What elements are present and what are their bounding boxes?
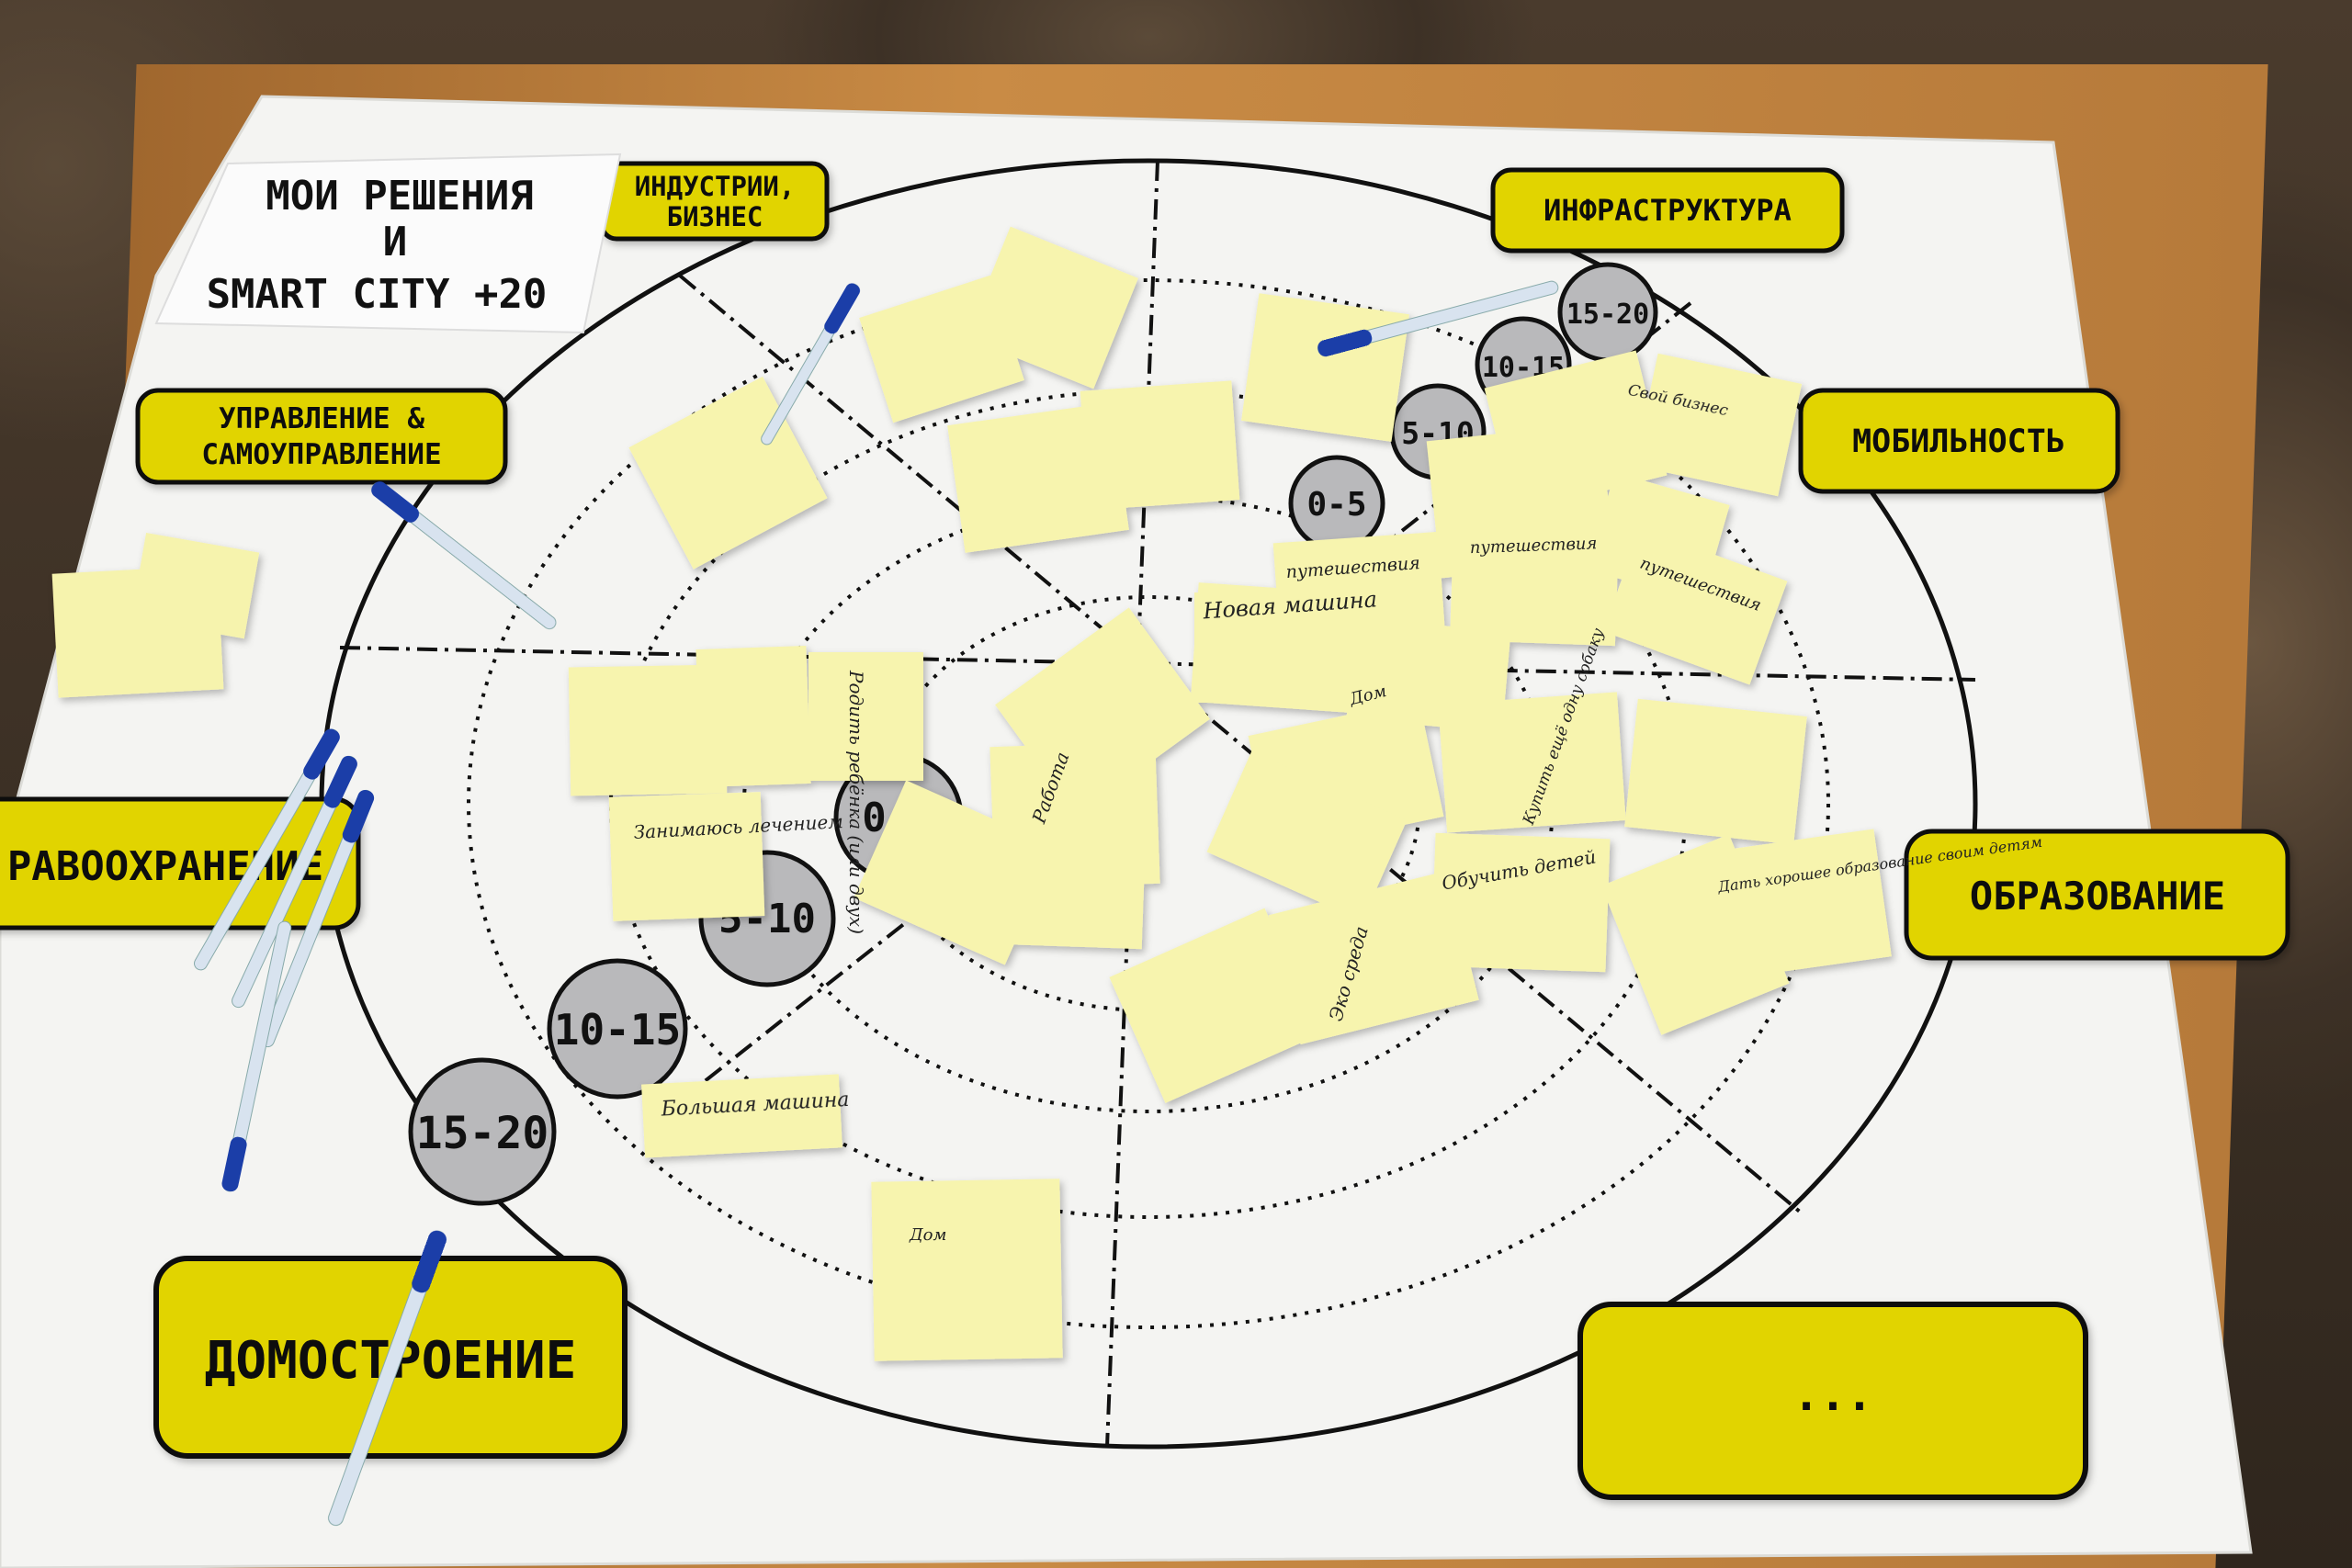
ring-15-20 <box>467 278 1830 1329</box>
pen-cap <box>1317 329 1373 357</box>
pens <box>194 280 1559 1527</box>
category-infrastructure-label: ИНФРАСТРУКТУРА <box>1544 193 1792 228</box>
sticky-note <box>1430 832 1611 973</box>
sticky-note <box>1080 380 1240 511</box>
badge-lower-10-15-label: 10-15 <box>554 1005 681 1055</box>
sticky-note <box>1701 829 1892 981</box>
sector-line-vertical <box>1105 160 1159 1448</box>
pen-cap <box>412 1230 447 1293</box>
sticky-note <box>966 226 1138 389</box>
title-line-3: SMART CITY +20 <box>207 271 548 318</box>
sticky-note <box>1268 870 1479 1045</box>
pen-cap <box>824 283 860 334</box>
badge-upper-0-5: 0-5 <box>1288 455 1385 552</box>
sticky-note <box>1449 529 1620 647</box>
pen-icon <box>328 1230 447 1527</box>
sticky-note <box>695 645 811 788</box>
pen-icon <box>1317 280 1559 357</box>
pen-cap <box>221 1136 247 1192</box>
note-text-house: Дом <box>909 1225 946 1245</box>
note-text-travel-2: путешествия <box>1469 534 1597 558</box>
badge-lower-15-20-disc <box>408 1057 557 1206</box>
category-mobility-label: МОБИЛЬНОСТЬ <box>1852 423 2065 460</box>
pen-cap <box>323 755 357 808</box>
category-other: ... <box>1577 1302 2088 1500</box>
category-infrastructure: ИНФРАСТРУКТУРА <box>1490 167 1845 254</box>
category-education: ОБРАЗОВАНИЕ <box>1904 829 2290 961</box>
pen-cap <box>371 481 420 523</box>
sector-line-diag-1 <box>678 274 1803 1214</box>
sticky-note <box>1109 908 1321 1103</box>
category-industry-line2: БИЗНЕС <box>667 201 763 232</box>
category-governance-box <box>135 388 508 485</box>
badge-upper-15-20: 15-20 <box>1557 262 1658 363</box>
badge-lower-10-15-disc <box>547 958 688 1100</box>
category-education-box <box>1904 829 2290 961</box>
category-healthcare-box <box>0 796 361 931</box>
pen-barrel <box>328 1230 446 1527</box>
sticky-note <box>1194 592 1355 703</box>
category-governance-line1: УПРАВЛЕНИЕ & <box>219 402 424 435</box>
title-card-paper <box>154 152 622 334</box>
sticky-note <box>1634 353 1803 497</box>
title-line-2: И <box>383 219 408 265</box>
category-industry: ИНДУСТРИИ, БИЗНЕС <box>599 161 830 242</box>
title-card: МОИ РЕШЕНИЯ И SMART CITY +20 <box>154 152 622 334</box>
sticky-note <box>971 823 1147 950</box>
pen-icon <box>232 755 357 1009</box>
badge-upper-0-5-label: 0-5 <box>1306 486 1366 524</box>
badge-lower-15-20: 15-20 <box>408 1057 557 1206</box>
sticky-note <box>130 532 260 639</box>
badge-upper-15-20-label: 15-20 <box>1566 299 1649 331</box>
category-education-label: ОБРАЗОВАНИЕ <box>1970 874 2225 919</box>
category-healthcare-label: РАВООХРАНЕНИЕ <box>7 843 323 890</box>
pen-cap <box>342 789 375 843</box>
sticky-note <box>808 652 923 781</box>
category-governance: УПРАВЛЕНИЕ & САМОУПРАВЛЕНИЕ <box>135 388 508 485</box>
sticky-note <box>1206 750 1408 921</box>
category-other-box <box>1577 1302 2088 1500</box>
pen-icon <box>761 283 860 446</box>
sticky-note <box>568 664 728 796</box>
badge-lower-10-15: 10-15 <box>547 958 688 1100</box>
pen-barrel <box>222 920 292 1192</box>
category-healthcare: РАВООХРАНЕНИЕ <box>0 796 361 931</box>
pen-cap <box>303 728 340 780</box>
category-mobility-box <box>1798 388 2120 494</box>
pen-icon <box>221 920 292 1192</box>
sticky-note <box>608 792 765 921</box>
sticky-note <box>1438 692 1626 833</box>
sticky-note <box>641 1074 842 1158</box>
pen-icon <box>371 481 557 630</box>
category-infrastructure-box <box>1490 167 1845 254</box>
sticky-note <box>1602 527 1788 685</box>
title-line-1: МОИ РЕШЕНИЯ <box>266 173 533 220</box>
badge-lower-15-20-label: 15-20 <box>416 1108 549 1159</box>
sticky-notes <box>51 226 1892 1361</box>
pen-icon <box>194 728 340 971</box>
category-governance-line2: САМОУПРАВЛЕНИЕ <box>201 438 441 471</box>
sticky-note <box>871 1179 1063 1361</box>
note-text-child: Родить ребёнка (или двух) <box>845 670 867 934</box>
category-mobility: МОБИЛЬНОСТЬ <box>1798 388 2120 494</box>
sticky-note <box>1624 698 1807 845</box>
category-other-label: ... <box>1793 1370 1873 1421</box>
category-industry-line1: ИНДУСТРИИ, <box>635 171 796 202</box>
sticky-note <box>1241 293 1409 442</box>
